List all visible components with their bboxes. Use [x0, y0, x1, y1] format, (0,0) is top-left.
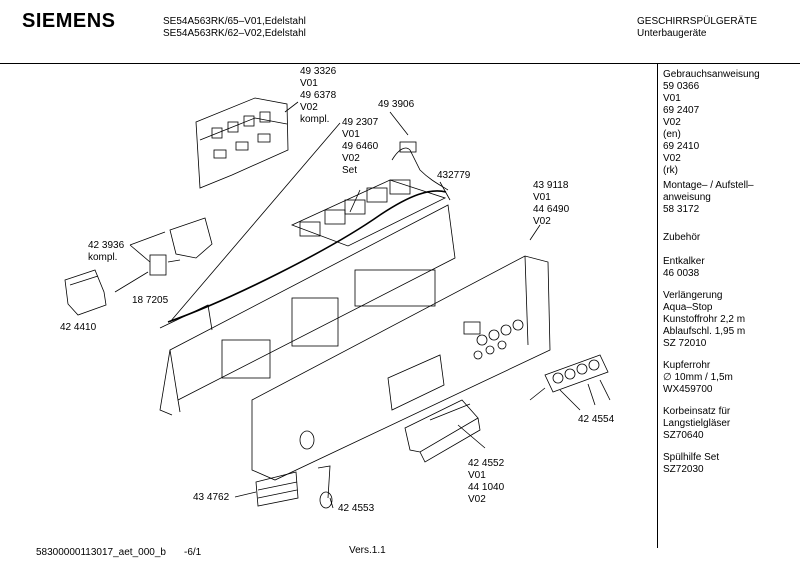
model-line-1: SE54A563RK/65–V01,Edelstahl — [163, 16, 306, 27]
model-line-2: SE54A563RK/62–V02,Edelstahl — [163, 28, 306, 39]
document-id: 58300000113017_aet_000_b — [36, 547, 166, 558]
sidebar-entry-extension: Verlängerung Aqua–Stop Kunstoffrohr 2,2 … — [663, 290, 746, 349]
sidebar-entry-copper-pipe: Kupferrohr ∅ 10mm / 1,5m WX459700 — [663, 360, 733, 395]
sidebar-entry-manual: Gebrauchsanweisung 59 0366 V01 69 2407 V… — [663, 69, 760, 176]
sidebar-divider — [657, 63, 658, 548]
sidebar-entry-installation: Montage– / Aufstell– anweisung 58 3172 — [663, 180, 754, 215]
part-label-432779: 432779 — [437, 170, 471, 181]
header-divider — [0, 63, 800, 64]
part-label-187205: 18 7205 — [132, 295, 169, 306]
category-title: GESCHIRRSPÜLGERÄTE — [637, 16, 758, 27]
version-label: Vers.1.1 — [349, 545, 386, 556]
sidebar-entry-descaler: Entkalker 46 0038 — [663, 256, 705, 279]
accessories-sidebar: Gebrauchsanweisung 59 0366 V01 69 2407 V… — [663, 69, 795, 476]
category-subtitle: Unterbaugeräte — [637, 28, 707, 39]
sidebar-entry-basket-insert: Korbeinsatz für Langstielgläser SZ70640 — [663, 406, 731, 441]
sidebar-entry-accessories: Zubehör — [663, 232, 701, 243]
part-label-434762: 43 4762 — [193, 492, 230, 503]
part-label-493906: 49 3906 — [378, 99, 415, 110]
page-number: -6/1 — [184, 547, 202, 558]
brand-logo: SIEMENS — [22, 10, 116, 32]
part-label-424554: 42 4554 — [578, 414, 615, 425]
part-label-424553: 42 4553 — [338, 503, 375, 514]
sidebar-entry-rinse-aid-set: Spülhilfe Set SZ72030 — [663, 452, 720, 475]
part-label-424410: 42 4410 — [60, 322, 97, 333]
